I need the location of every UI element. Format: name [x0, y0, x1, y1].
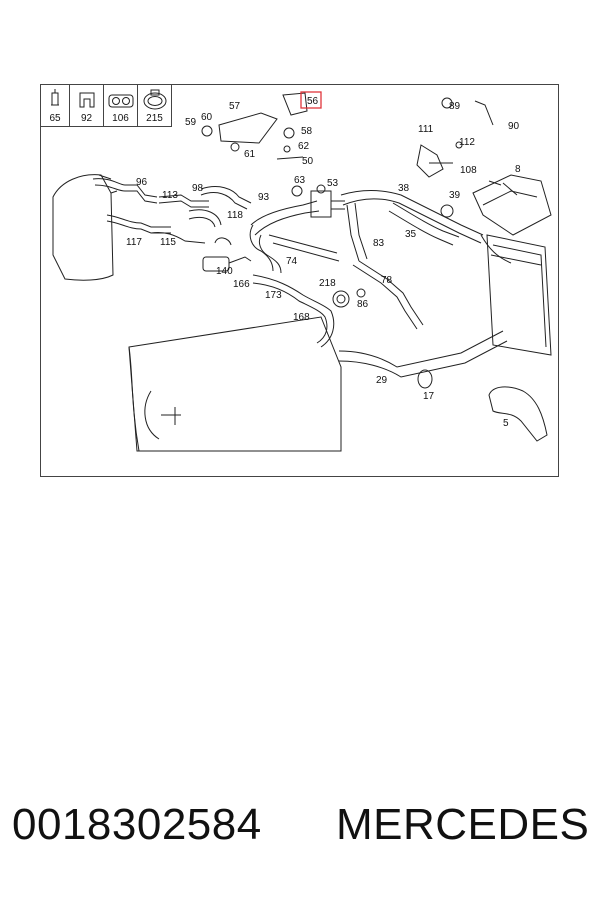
callout-29: 29 [376, 375, 388, 386]
caption: 0018302584 MERCEDES [0, 800, 600, 864]
callout-98: 98 [192, 183, 204, 194]
legend-number: 106 [112, 113, 129, 124]
grommet-17 [417, 369, 433, 389]
callout-62: 62 [298, 141, 310, 152]
callout-83: 83 [373, 238, 385, 249]
callout-78: 78 [381, 275, 393, 286]
hose-35 [392, 202, 460, 238]
callout-53: 53 [327, 178, 339, 189]
housing-8 [472, 174, 552, 236]
legend-item-215: 215 [138, 85, 172, 127]
callout-58: 58 [301, 126, 313, 137]
callout-86: 86 [357, 299, 369, 310]
legend-number: 215 [146, 113, 163, 124]
callout-112: 112 [459, 137, 475, 148]
legend-number: 65 [49, 113, 61, 124]
callout-173: 173 [265, 290, 282, 301]
callout-90: 90 [508, 121, 520, 132]
bracket-57 [218, 112, 278, 144]
parts-diagram: 65 92 106 215 [40, 84, 559, 477]
highlight-box [300, 91, 322, 109]
grommet-39 [440, 204, 454, 218]
valve-stem-icon [51, 89, 59, 106]
callout-5: 5 [503, 418, 509, 429]
legend-item-65: 65 [41, 85, 70, 127]
hose-96 [92, 178, 158, 198]
expansion-tank [52, 174, 114, 281]
bracket-108 [416, 144, 444, 178]
callout-108: 108 [460, 165, 477, 176]
heater-core [486, 234, 552, 356]
legend-item-92: 92 [70, 85, 104, 127]
valve-53 [310, 190, 332, 218]
hose-78 [352, 264, 418, 330]
hose-118 [188, 209, 222, 226]
callout-38: 38 [398, 183, 410, 194]
callout-labels: 57 59 60 61 58 62 50 56 89 90 111 112 108 8 96 113 98 93 6… [126, 96, 521, 429]
grommet-63 [291, 185, 303, 197]
double-clip-icon [108, 94, 134, 108]
callout-113: 113 [162, 190, 178, 201]
callout-17: 17 [423, 391, 435, 402]
hose-74 [249, 224, 274, 272]
callout-117: 117 [126, 237, 142, 248]
hose-115 [150, 232, 206, 244]
plug-86 [356, 288, 366, 298]
legend-number: 92 [80, 113, 93, 124]
part-number: 0018302584 [12, 800, 262, 849]
callout-60: 60 [201, 112, 213, 123]
callout-89: 89 [449, 101, 461, 112]
callout-111: 111 [418, 124, 434, 135]
hose-113 [158, 194, 209, 202]
callout-118: 118 [227, 210, 243, 221]
hose-173 [252, 274, 335, 348]
callout-57: 57 [229, 101, 241, 112]
callout-50: 50 [302, 156, 314, 167]
fitting-218 [332, 290, 350, 308]
callout-59: 59 [185, 117, 197, 128]
callout-168: 168 [293, 312, 310, 323]
callout-115: 115 [160, 237, 176, 248]
callout-140: 140 [216, 266, 233, 277]
valve-140 [202, 256, 230, 272]
valve-56 [282, 92, 308, 116]
callout-39: 39 [449, 190, 461, 201]
drawing-lines [52, 92, 552, 452]
brand-name: MERCEDES [336, 800, 590, 849]
callout-8: 8 [515, 164, 521, 175]
hose-clamp-icon [143, 89, 167, 110]
callout-93: 93 [258, 192, 270, 203]
duct-5 [488, 386, 548, 442]
hose-38 [340, 190, 484, 236]
legend-item-106: 106 [104, 85, 138, 127]
callout-63: 63 [294, 175, 306, 186]
hose-93 [250, 200, 318, 226]
callout-35: 35 [405, 229, 417, 240]
callout-218: 218 [319, 278, 336, 289]
hose-83 [346, 204, 360, 262]
callout-61: 61 [244, 149, 256, 160]
callout-56: 56 [307, 96, 319, 107]
clip-icon [79, 92, 95, 108]
engine-block [128, 316, 342, 452]
callout-166: 166 [233, 279, 250, 290]
callout-96: 96 [136, 177, 148, 188]
hose-29 [338, 330, 504, 368]
hose-schematic: 57 59 60 61 58 62 50 56 89 90 111 112 108 8 96 113 98 93 6… [52, 91, 552, 452]
callout-74: 74 [286, 256, 298, 267]
hose-98 [200, 192, 248, 210]
hose-117 [106, 214, 171, 228]
